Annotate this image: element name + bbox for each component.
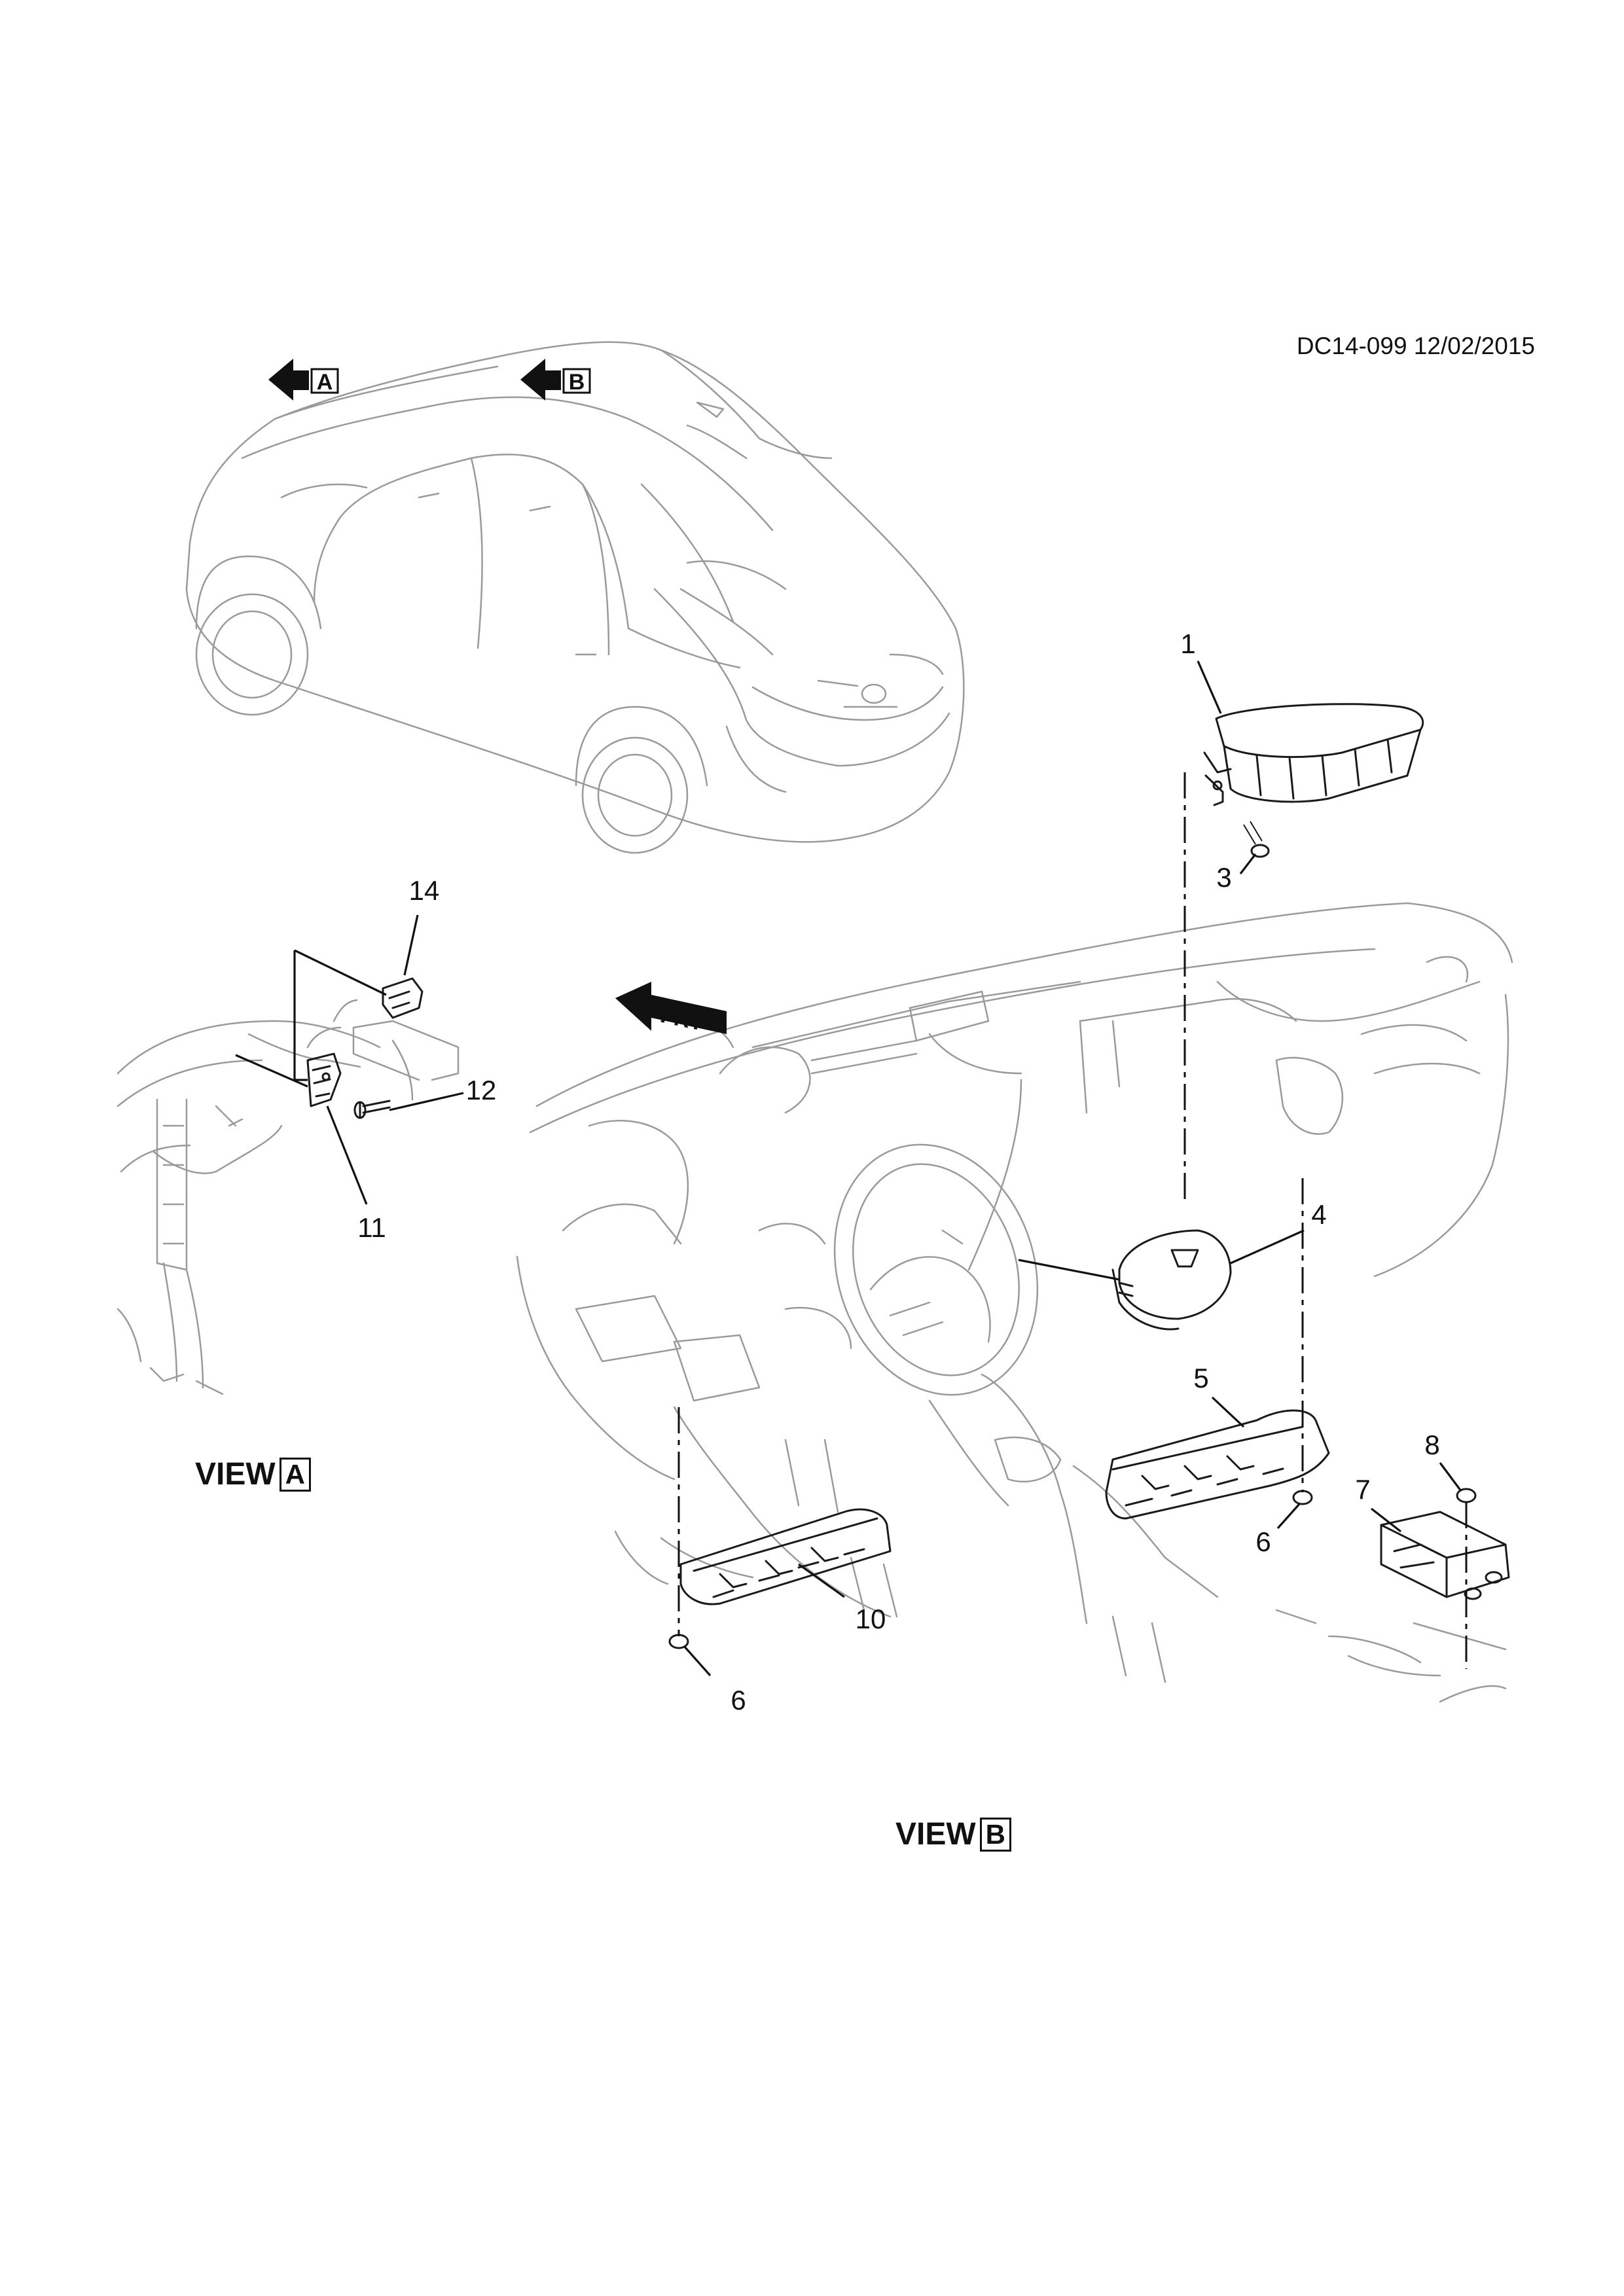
- leader-10: [798, 1563, 845, 1598]
- leader-12: [389, 1092, 464, 1111]
- leader-3: [1239, 853, 1257, 874]
- callout-8: 8: [1424, 1429, 1439, 1460]
- leader-14a: [294, 949, 387, 996]
- view-b-label: VIEW B: [895, 1816, 1012, 1852]
- callout-14: 14: [409, 875, 440, 906]
- steering-wheel: [833, 1143, 1039, 1396]
- vehicle-outline: [185, 341, 965, 854]
- bolt-3: [1243, 821, 1270, 858]
- callout-6-right: 6: [1255, 1526, 1271, 1557]
- leader-8: [1439, 1462, 1462, 1492]
- leader-11: [326, 1105, 368, 1205]
- callout-12: 12: [466, 1075, 497, 1105]
- leader-5: [1211, 1396, 1245, 1428]
- instrument-panel: [516, 902, 1513, 1703]
- callout-11: 11: [357, 1212, 386, 1243]
- view-b-word: VIEW: [895, 1817, 976, 1852]
- sensing-module-7: [1380, 1511, 1510, 1600]
- view-a-letter: A: [279, 1457, 312, 1492]
- leader-4b: [1018, 1259, 1120, 1281]
- leader-1: [1197, 660, 1222, 714]
- callout-5: 5: [1193, 1363, 1208, 1393]
- knee-airbag-module-5: [1105, 1409, 1330, 1520]
- callout-1: 1: [1180, 628, 1195, 659]
- callout-10: 10: [856, 1604, 886, 1634]
- bolt-12: [353, 1100, 391, 1119]
- leader-bracket: [235, 1054, 308, 1088]
- view-a-arrow-letter: A: [317, 370, 333, 395]
- callout-3: 3: [1216, 862, 1231, 893]
- seat-belt-anchor-bracket: [306, 1052, 342, 1107]
- leader-6-right: [1276, 1503, 1301, 1530]
- leader-6-left: [683, 1645, 712, 1677]
- callout-6-left: 6: [731, 1685, 746, 1715]
- leader-7: [1371, 1507, 1401, 1533]
- callout-7: 7: [1355, 1474, 1370, 1505]
- driver-airbag-module-4: [1111, 1229, 1232, 1331]
- passenger-airbag-module-1: [1203, 703, 1424, 806]
- view-b-arrow-letter: B: [569, 370, 585, 395]
- view-a-label: VIEW A: [195, 1456, 312, 1492]
- view-b-letter: B: [979, 1817, 1012, 1852]
- front-impact-sensor-14: [382, 977, 424, 1019]
- knee-airbag-module-10: [679, 1508, 892, 1605]
- nut-6-right: [1292, 1490, 1313, 1505]
- leader-4: [1230, 1229, 1305, 1265]
- leader-14: [403, 914, 419, 976]
- view-a-arrow: A: [268, 359, 339, 401]
- view-a-structure: [117, 999, 460, 1395]
- view-a-word: VIEW: [195, 1457, 276, 1492]
- view-b-arrow: B: [520, 359, 591, 401]
- callout-4: 4: [1311, 1199, 1326, 1230]
- drawing-code: DC14-099 12/02/2015: [1296, 332, 1535, 359]
- front-direction-marker: FRT: [615, 982, 727, 1036]
